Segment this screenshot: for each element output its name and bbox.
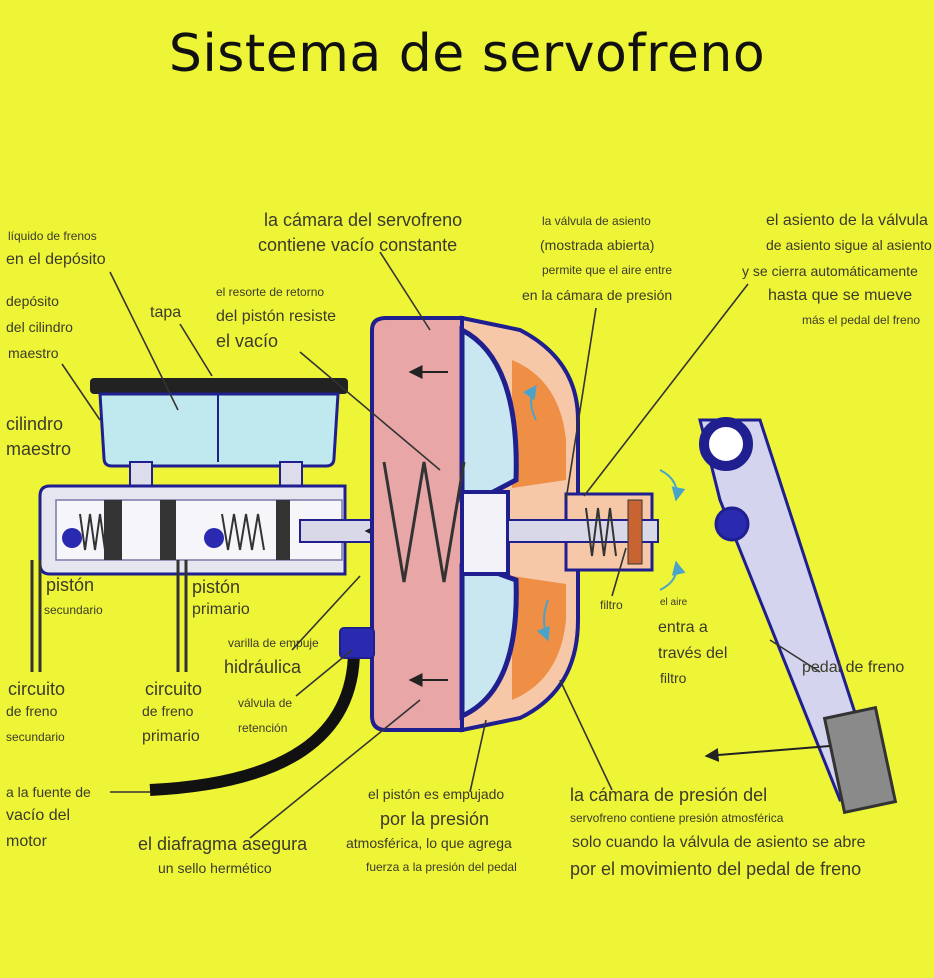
- secondary-spring: [79, 513, 106, 551]
- label-asiento-1: el asiento de la válvula: [766, 212, 928, 229]
- label-asiento-3: y se cierra automáticamente: [742, 263, 918, 279]
- poppet-valve: [507, 469, 686, 591]
- fluid-reservoir: [90, 378, 348, 491]
- label-asiento-5: más el pedal del freno: [802, 313, 921, 327]
- label-circuito-primario-1: circuito: [145, 679, 203, 699]
- label-presion-4: por el movimiento del pedal de freno: [570, 859, 862, 879]
- label-circuito-secundario-2: de freno: [6, 703, 58, 719]
- label-circuito-primario-2: de freno: [142, 703, 194, 719]
- label-varilla-1: varilla de empuje: [228, 636, 319, 650]
- input-rod: [507, 519, 659, 543]
- secondary-piston-seal: [104, 500, 122, 560]
- label-diafragma-2: un sello hermético: [158, 860, 272, 876]
- label-pedal-freno: pedal de freno: [802, 659, 905, 676]
- return-spring: [382, 461, 466, 583]
- leader-lines: [61, 251, 821, 839]
- label-asiento-2: de asiento sigue al asiento: [766, 237, 932, 253]
- primary-spring: [221, 513, 265, 551]
- label-maestro-1: maestro: [8, 345, 59, 361]
- pedal-force-arrow: [704, 745, 831, 762]
- label-del-cilindro: del cilindro: [6, 319, 73, 335]
- vacuum-hose-tube: [149, 649, 360, 796]
- label-diafragma-1: el diafragma asegura: [138, 834, 308, 854]
- label-empujado-3: atmosférica, lo que agrega: [346, 835, 512, 851]
- label-varilla-2: hidráulica: [224, 657, 302, 677]
- label-circuito-secundario-3: secundario: [6, 730, 65, 744]
- label-filtro: filtro: [600, 598, 623, 612]
- label-piston-secundario-2: secundario: [44, 603, 103, 617]
- label-fuente-1: a la fuente de: [6, 784, 91, 800]
- label-valvula-2: (mostrada abierta): [540, 237, 655, 253]
- air-flow-arrow-2: [536, 599, 550, 642]
- air-flow-arrow-1: [522, 384, 537, 421]
- diaphragm-upper: [459, 325, 519, 503]
- label-valvula-1: la válvula de asiento: [542, 214, 651, 228]
- label-retencion-1: válvula de: [238, 696, 293, 710]
- label-resorte-2: del pistón resiste: [216, 308, 337, 325]
- primary-piston-seal: [276, 500, 290, 560]
- label-retencion-2: retención: [238, 721, 288, 735]
- label-valvula-3: permite que el aire entre: [542, 263, 673, 277]
- air-in-arrow-2: [659, 560, 686, 591]
- label-resorte-3: el vacío: [216, 331, 279, 351]
- label-circuito-secundario-1: circuito: [8, 679, 66, 699]
- brake-pedal: [698, 417, 898, 815]
- air-in-arrow-1: [659, 469, 686, 502]
- label-fuente-2: vacío del: [6, 807, 71, 824]
- label-empujado-2: por la presión: [380, 809, 490, 829]
- vacuum-hose: [149, 627, 375, 796]
- secondary-piston-seal-2: [160, 500, 176, 560]
- pedal-rod-joint: [714, 506, 750, 542]
- diaphragm-lower: [459, 563, 519, 720]
- air-filter: [627, 499, 643, 565]
- booster-piston: [460, 490, 510, 576]
- secondary-outlet: [62, 528, 82, 548]
- label-camara-1: la cámara del servofreno: [264, 210, 463, 230]
- label-deposito: depósito: [6, 293, 59, 309]
- label-presion-1: la cámara de presión del: [570, 785, 768, 805]
- label-fuente-3: motor: [6, 833, 47, 850]
- label-aire-1: el aire: [660, 597, 688, 608]
- reservoir-cap: [90, 378, 348, 394]
- label-aire-4: filtro: [660, 670, 687, 686]
- label-camara-2: contiene vacío constante: [258, 235, 458, 255]
- label-piston-primario-1: pistón: [192, 577, 241, 597]
- page-title: Sistema de servofreno: [168, 24, 766, 84]
- check-valve: [339, 627, 375, 659]
- label-circuito-primario-3: primario: [142, 728, 200, 745]
- master-cylinder: [30, 484, 471, 672]
- label-piston-primario-2: primario: [192, 601, 250, 618]
- label-presion-3: solo cuando la válvula de asiento se abr…: [572, 834, 866, 851]
- label-asiento-4: hasta que se mueve: [768, 287, 913, 304]
- label-valvula-4: en la cámara de presión: [522, 287, 673, 303]
- label-tapa: tapa: [150, 304, 182, 321]
- pedal-pivot: [699, 417, 753, 471]
- valve-spring: [585, 507, 617, 557]
- label-empujado-1: el pistón es empujado: [368, 786, 505, 802]
- vacuum-chamber: [370, 316, 464, 732]
- label-piston-secundario-1: pistón: [46, 575, 95, 595]
- label-en-deposito: en el depósito: [6, 251, 106, 268]
- pedal-pad: [822, 705, 898, 815]
- label-resorte-1: el resorte de retorno: [216, 285, 325, 299]
- label-maestro-2: maestro: [6, 439, 72, 459]
- label-aire-3: través del: [658, 645, 728, 662]
- label-liquido-frenos: líquido de frenos: [8, 229, 97, 243]
- master-cylinder-bore: [55, 499, 343, 561]
- label-empujado-4: fuerza a la presión del pedal: [366, 860, 517, 874]
- label-cilindro: cilindro: [6, 414, 64, 434]
- label-aire-2: entra a: [658, 619, 708, 636]
- primary-outlet: [204, 528, 224, 548]
- label-presion-2: servofreno contiene presión atmosférica: [570, 811, 784, 825]
